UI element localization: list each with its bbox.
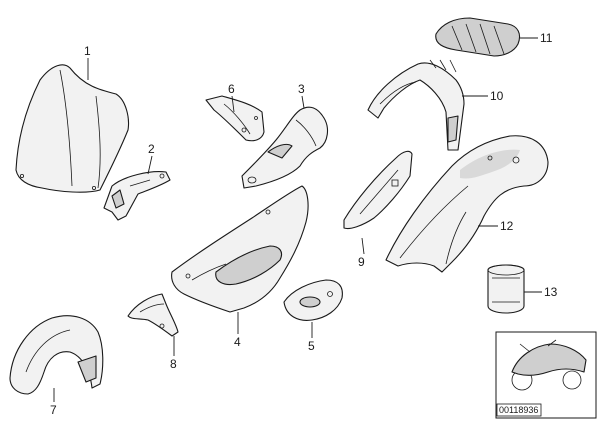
reference-code: 00118936 (499, 405, 538, 415)
part-3-fairing-upper (241, 106, 329, 189)
part-7-front-mudguard (9, 315, 104, 395)
leader-lines (53, 37, 542, 402)
callout-3: 3 (298, 82, 305, 96)
part-12-rear-fairing (385, 135, 549, 273)
part-13-paint-can (487, 264, 525, 314)
callout-labels: 1 2 6 3 10 11 9 12 4 5 8 7 13 (50, 31, 558, 417)
callout-12: 12 (500, 219, 514, 233)
callout-13: 13 (544, 285, 558, 299)
part-1-windscreen (15, 64, 130, 193)
part-5-knee-pad (283, 279, 343, 321)
callout-6: 6 (228, 82, 235, 96)
callout-2: 2 (148, 142, 155, 156)
callout-8: 8 (170, 357, 177, 371)
part-2-bracket (103, 171, 171, 221)
part-4-side-fairing (171, 185, 309, 313)
callout-4: 4 (234, 335, 241, 349)
callout-1: 1 (84, 44, 91, 58)
reference-thumbnail: 00118936 (495, 331, 597, 419)
part-11-rack-grille (435, 17, 521, 57)
callout-5: 5 (308, 339, 315, 353)
part-9-side-trim (343, 150, 413, 230)
callout-11: 11 (540, 31, 553, 45)
motorcycle-thumbnail-icon (511, 339, 587, 391)
callout-10: 10 (490, 89, 504, 103)
part-6-side-panel (205, 95, 265, 142)
part-10-grab-handle (367, 59, 465, 151)
callout-9: 9 (358, 255, 365, 269)
callout-7: 7 (50, 403, 57, 417)
part-8-small-bracket (127, 293, 179, 337)
